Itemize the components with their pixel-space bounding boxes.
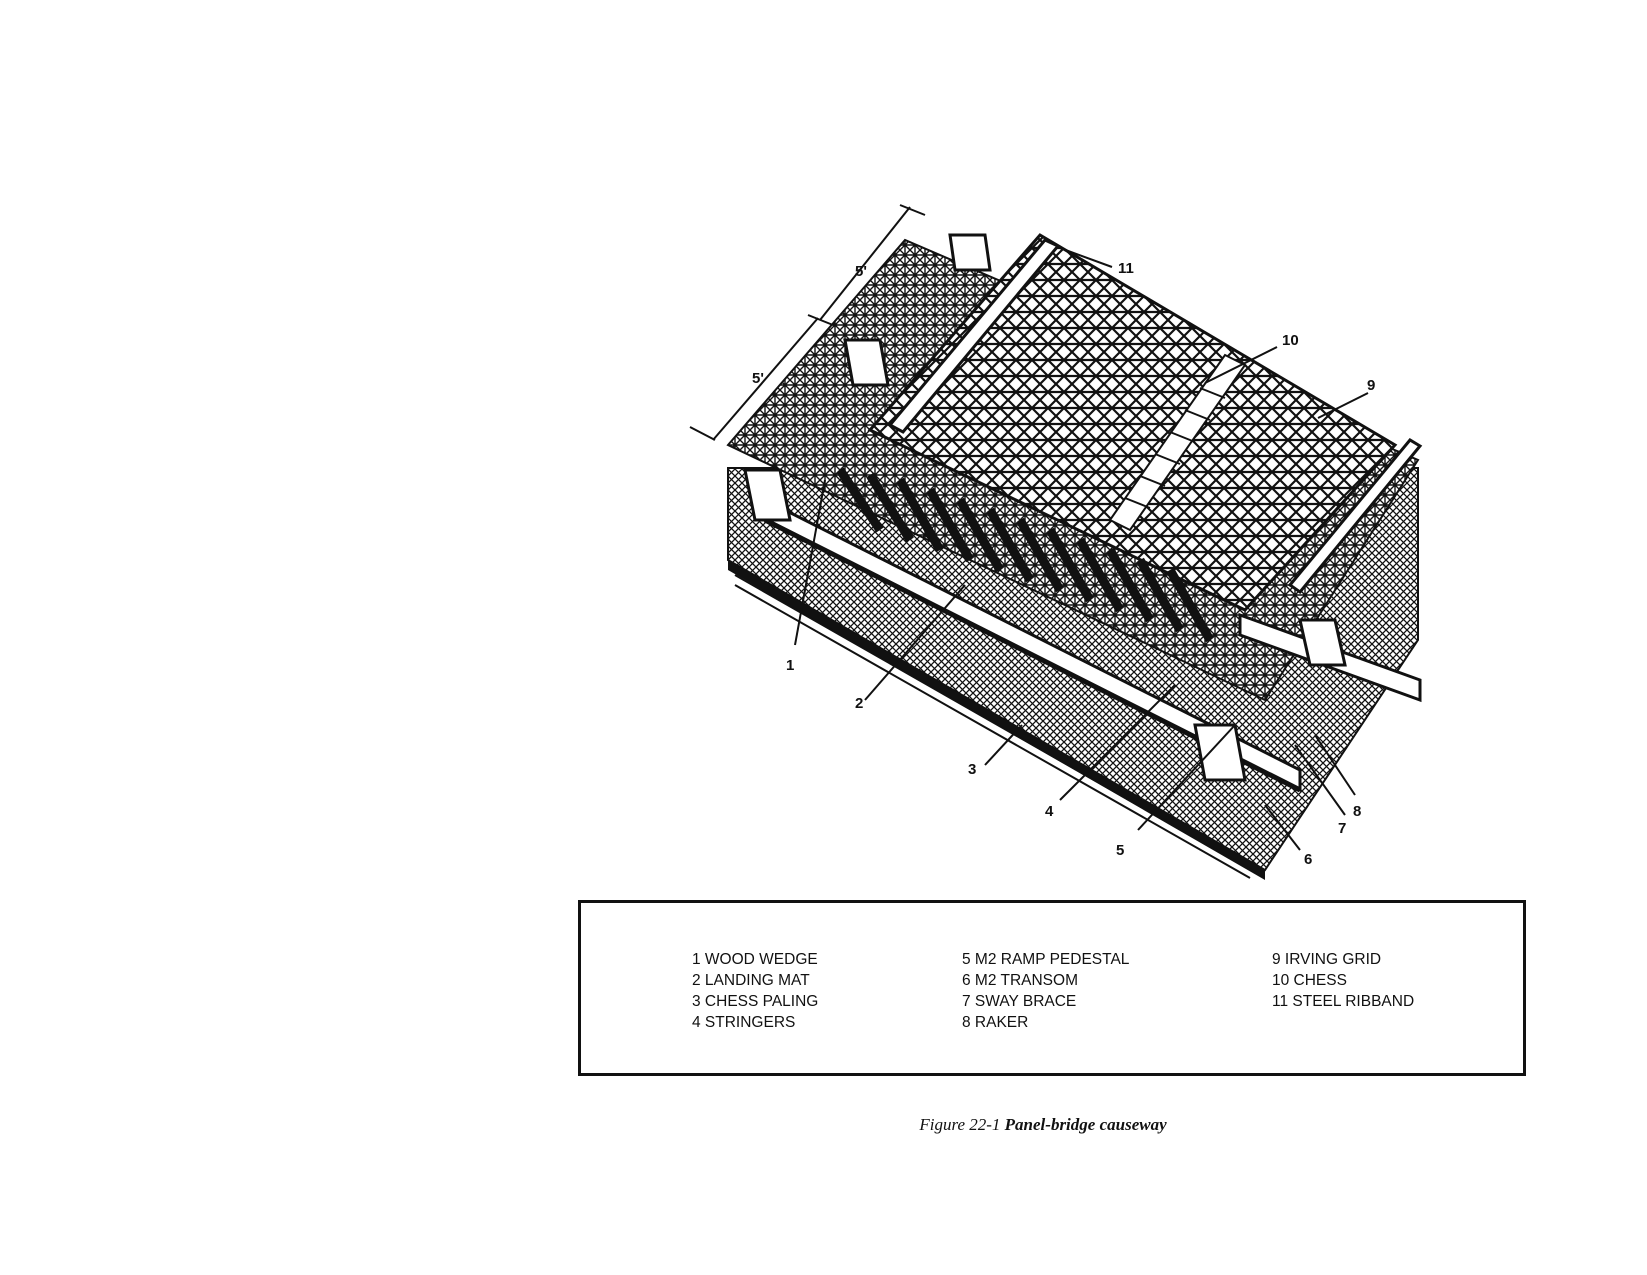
steel-ribband bbox=[887, 238, 1061, 434]
legend-item: 4 STRINGERS bbox=[692, 1014, 796, 1031]
irving-grid bbox=[867, 233, 1398, 612]
callout-10: 10 bbox=[1282, 332, 1299, 349]
legend-item: 2 LANDING MAT bbox=[692, 972, 810, 989]
callout-5: 5 bbox=[1116, 842, 1124, 859]
stringers bbox=[836, 467, 1214, 643]
figure-title: Panel-bridge causeway bbox=[1004, 1115, 1167, 1134]
dimension-label-lower: 5' bbox=[752, 370, 764, 387]
legend-item: 11 STEEL RIBBAND bbox=[1272, 993, 1415, 1010]
figure-number: Figure 22-1 bbox=[919, 1115, 1001, 1134]
legend-box: 1 WOOD WEDGE 2 LANDING MAT 3 CHESS PALIN… bbox=[578, 900, 1526, 1076]
dimension-lines bbox=[689, 204, 926, 441]
callout-6: 6 bbox=[1304, 851, 1312, 868]
leader-lines bbox=[794, 247, 1369, 851]
legend-item: 1 WOOD WEDGE bbox=[692, 951, 818, 968]
callout-2: 2 bbox=[855, 695, 863, 712]
legend-item: 9 IRVING GRID bbox=[1272, 951, 1382, 968]
callout-8: 8 bbox=[1353, 803, 1361, 820]
legend-column-3: 9 IRVING GRID 10 CHESS 11 STEEL RIBBAND bbox=[1272, 949, 1414, 1012]
dimension-label-upper: 5' bbox=[855, 263, 867, 280]
figure-caption: Figure 22-1 Panel-bridge causeway bbox=[0, 1115, 1647, 1135]
callout-1: 1 bbox=[786, 657, 794, 674]
steel-ribband-right bbox=[1287, 438, 1423, 595]
callout-4: 4 bbox=[1045, 803, 1054, 820]
legend-item: 10 CHESS bbox=[1272, 972, 1347, 989]
callout-9: 9 bbox=[1367, 377, 1375, 394]
legend-item: 7 SWAY BRACE bbox=[962, 993, 1077, 1010]
callout-7: 7 bbox=[1338, 820, 1346, 837]
legend-item: 8 RAKER bbox=[962, 1014, 1029, 1031]
chess bbox=[1108, 353, 1247, 532]
legend-column-1: 1 WOOD WEDGE 2 LANDING MAT 3 CHESS PALIN… bbox=[692, 949, 818, 1033]
legend-item: 3 CHESS PALING bbox=[692, 993, 819, 1010]
callout-3: 3 bbox=[968, 761, 976, 778]
legend-column-2: 5 M2 RAMP PEDESTAL 6 M2 TRANSOM 7 SWAY B… bbox=[962, 949, 1129, 1033]
legend-item: 6 M2 TRANSOM bbox=[962, 972, 1078, 989]
legend-item: 5 M2 RAMP PEDESTAL bbox=[962, 951, 1130, 968]
callout-11: 11 bbox=[1118, 260, 1134, 277]
